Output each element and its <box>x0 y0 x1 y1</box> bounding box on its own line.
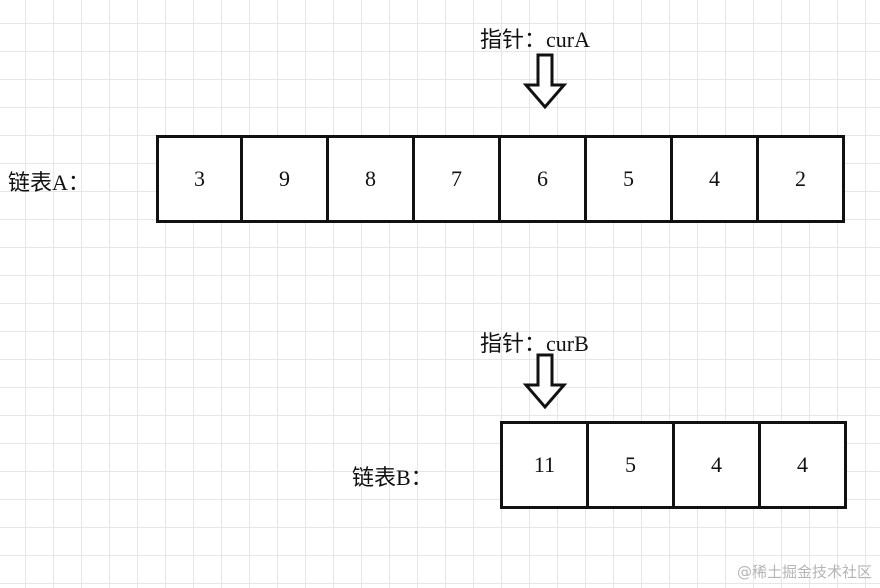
list-b-label: 链表B： <box>352 465 433 490</box>
list-a-label: 链表A： <box>8 170 90 195</box>
pointer-a-label: 指针：curA <box>480 27 590 52</box>
list-a-node: 2 <box>759 135 845 223</box>
list-a-node: 4 <box>673 135 759 223</box>
list-a: 3 9 8 7 6 5 4 2 <box>156 135 845 223</box>
down-arrow-icon <box>522 353 568 410</box>
down-arrow-icon <box>522 53 568 110</box>
list-b-node: 4 <box>761 421 847 509</box>
watermark: @稀土掘金技术社区 <box>736 563 872 581</box>
list-a-node: 7 <box>415 135 501 223</box>
list-a-node: 8 <box>329 135 415 223</box>
list-a-node: 9 <box>243 135 329 223</box>
list-b-node: 5 <box>589 421 675 509</box>
list-a-node: 6 <box>501 135 587 223</box>
list-b-node: 11 <box>503 421 589 509</box>
list-a-node: 5 <box>587 135 673 223</box>
list-b-node: 4 <box>675 421 761 509</box>
list-b: 11 5 4 4 <box>500 421 847 509</box>
pointer-b-label: 指针：curB <box>480 331 589 356</box>
list-a-node: 3 <box>159 135 243 223</box>
